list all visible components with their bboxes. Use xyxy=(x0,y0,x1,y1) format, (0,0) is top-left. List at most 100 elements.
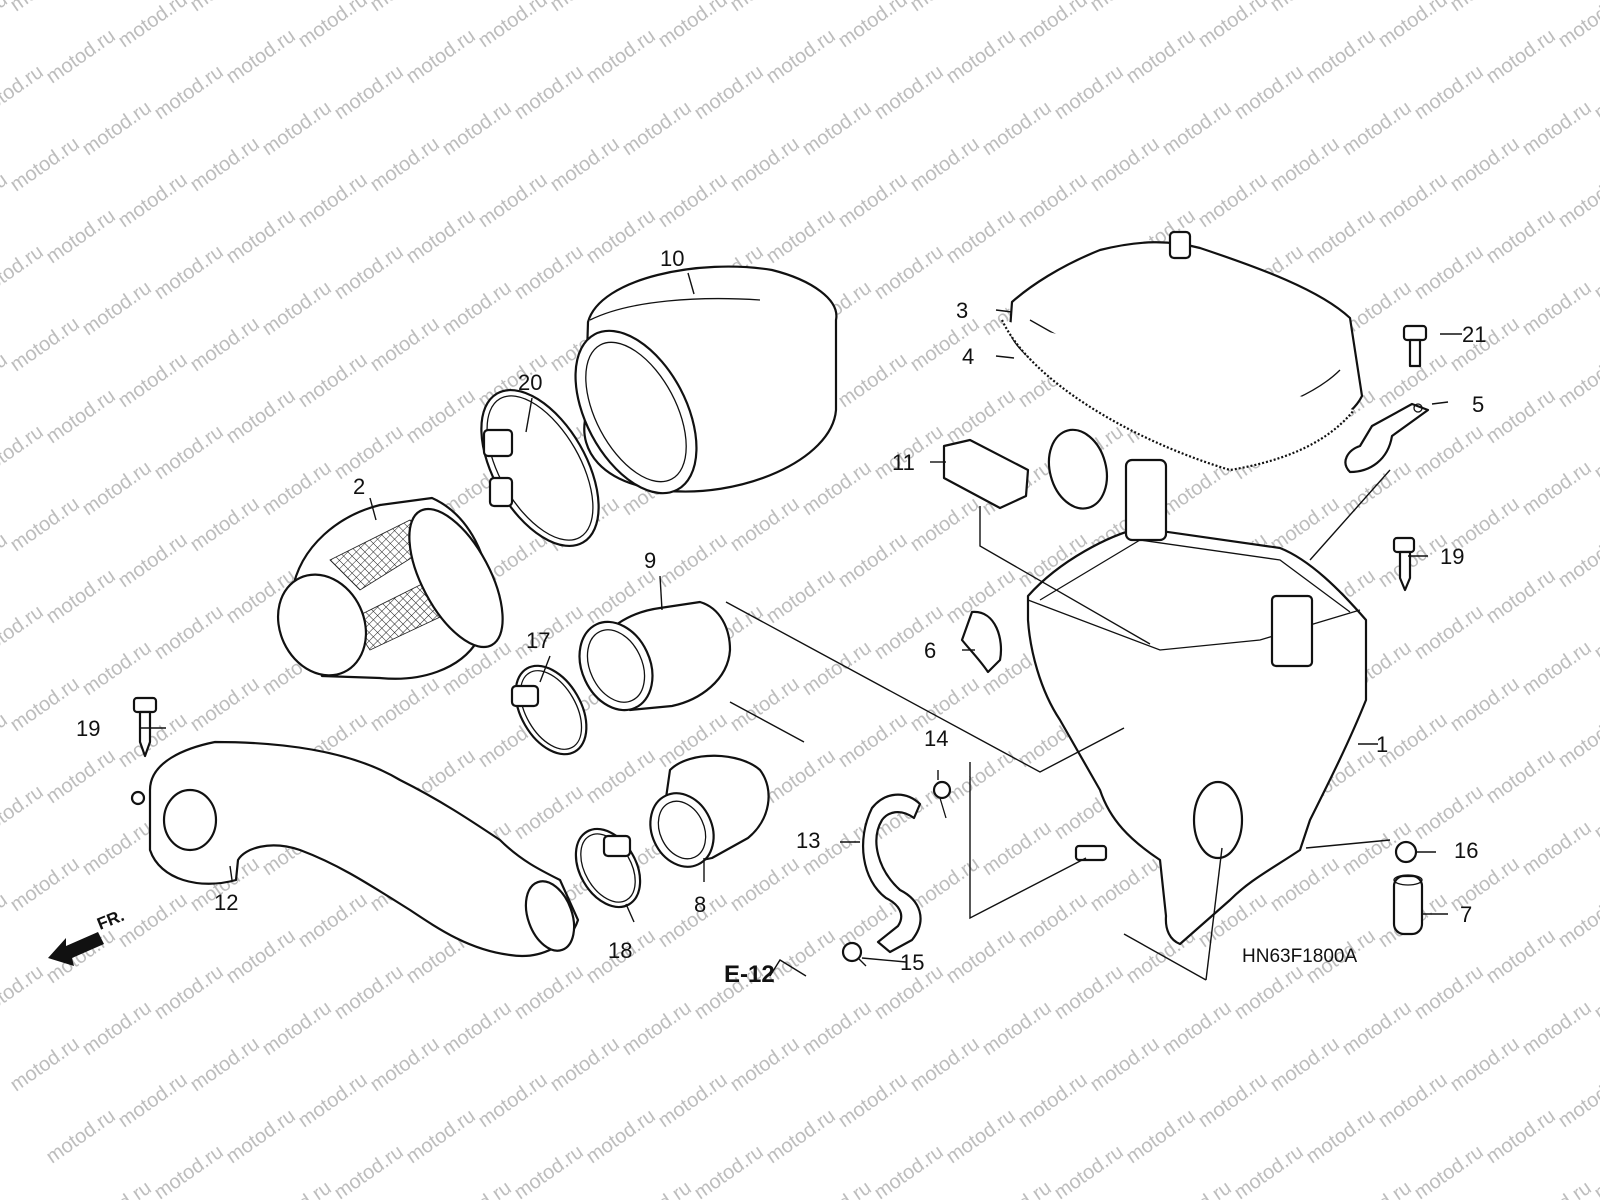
watermark-text: motod.ru xyxy=(1374,169,1451,232)
watermark-text: motod.ru xyxy=(906,493,983,556)
watermark-text: motod.ru xyxy=(1194,1069,1271,1132)
watermark-text: motod.ru xyxy=(222,925,299,988)
watermark-text: motod.ru xyxy=(942,385,1019,448)
watermark-text: motod.ru xyxy=(582,745,659,808)
watermark-text: motod.ru xyxy=(294,889,371,952)
watermark-text: motod.ru xyxy=(6,313,83,376)
watermark-text: motod.ru xyxy=(6,493,83,556)
watermark-text: motod.ru xyxy=(1410,781,1487,844)
part-19-clip-right xyxy=(1392,536,1416,592)
watermark-text: motod.ru xyxy=(42,205,119,268)
watermark-text: motod.ru xyxy=(1446,0,1523,16)
watermark-text: motod.ru xyxy=(1518,1177,1595,1200)
watermark-text: motod.ru xyxy=(402,1105,479,1168)
watermark-text: motod.ru xyxy=(1410,61,1487,124)
watermark-text: motod.ru xyxy=(654,889,731,952)
watermark-text: motod.ru xyxy=(510,1141,587,1200)
part-2-filter-cage xyxy=(276,496,504,680)
watermark-text: motod.ru xyxy=(1482,925,1559,988)
part-12-intake-duct xyxy=(130,740,580,958)
watermark-text: motod.ru xyxy=(978,997,1055,1060)
watermark-text: motod.ru xyxy=(1482,565,1559,628)
label-part-19-left: 19 xyxy=(76,716,100,741)
watermark-text: motod.ru xyxy=(150,421,227,484)
watermark-text: motod.ru xyxy=(42,745,119,808)
watermark-text: motod.ru xyxy=(1230,961,1307,1024)
watermark-text: motod.ru xyxy=(330,61,407,124)
watermark-text: motod.ru xyxy=(762,1105,839,1168)
cross-reference-label: E-12 xyxy=(724,961,775,988)
watermark-text: motod.ru xyxy=(1554,349,1600,412)
watermark-text: motod.ru xyxy=(942,1105,1019,1168)
watermark-text: motod.ru xyxy=(1446,673,1523,736)
watermark-text: motod.ru xyxy=(222,385,299,448)
watermark-text: motod.ru xyxy=(906,0,983,16)
watermark-text: motod.ru xyxy=(762,565,839,628)
label-part-13: 13 xyxy=(796,828,820,853)
watermark-text: motod.ru xyxy=(690,1141,767,1200)
watermark-text: motod.ru xyxy=(1194,169,1271,232)
watermark-text: motod.ru xyxy=(618,997,695,1060)
watermark-text: motod.ru xyxy=(186,673,263,736)
label-part-8: 8 xyxy=(694,892,706,917)
watermark-text: motod.ru xyxy=(1014,1069,1091,1132)
watermark-text: motod.ru xyxy=(1302,205,1379,268)
watermark-text: motod.ru xyxy=(1410,601,1487,664)
part-1-air-cleaner-case xyxy=(1026,428,1368,946)
watermark-text: motod.ru xyxy=(1230,61,1307,124)
watermark-text: motod.ru xyxy=(78,457,155,520)
watermark-text: motod.ru xyxy=(366,1033,443,1096)
watermark-text: motod.ru xyxy=(834,529,911,592)
part-labels: 1 2 3 4 5 6 7 8 9 10 11 12 13 14 15 16 1… xyxy=(76,246,1486,975)
diagram-reference-code: HN63F1800A xyxy=(1242,946,1357,967)
label-part-19-right: 19 xyxy=(1440,544,1464,569)
watermark-text: motod.ru xyxy=(1482,385,1559,448)
part-15-hose-clip xyxy=(841,941,867,967)
watermark-text: motod.ru xyxy=(1554,1069,1600,1132)
watermark-text: motod.ru xyxy=(114,529,191,592)
watermark-text: motod.ru xyxy=(6,673,83,736)
watermark-text: motod.ru xyxy=(798,1177,875,1200)
watermark-text: motod.ru xyxy=(258,997,335,1060)
label-part-15: 15 xyxy=(900,950,924,975)
watermark-text: motod.ru xyxy=(762,205,839,268)
watermark-text: motod.ru xyxy=(474,0,551,52)
part-13-breather-hose xyxy=(861,793,922,954)
watermark-text: motod.ru xyxy=(1014,0,1091,52)
part-21-bolt xyxy=(1402,324,1428,368)
watermark-text: motod.ru xyxy=(1338,997,1415,1060)
watermark-text: motod.ru xyxy=(1338,97,1415,160)
watermark-text: motod.ru xyxy=(906,133,983,196)
watermark-text: motod.ru xyxy=(1158,1177,1235,1200)
watermark-text: motod.ru xyxy=(1050,61,1127,124)
watermark-text: motod.ru xyxy=(42,25,119,88)
watermark-text: motod.ru xyxy=(582,205,659,268)
watermark-text: motod.ru xyxy=(1410,1141,1487,1200)
watermark-text: motod.ru xyxy=(942,205,1019,268)
part-18-hose-clamp xyxy=(574,827,642,909)
watermark-text: motod.ru xyxy=(402,385,479,448)
watermark-text: motod.ru xyxy=(1122,1105,1199,1168)
watermark-text: motod.ru xyxy=(726,673,803,736)
watermark-text: motod.ru xyxy=(258,1177,335,1200)
watermark-text: motod.ru xyxy=(1302,1105,1379,1168)
watermark-text: motod.ru xyxy=(1086,853,1163,916)
watermark-text: motod.ru xyxy=(1482,745,1559,808)
watermark-text: motod.ru xyxy=(1266,1033,1343,1096)
watermark-text: motod.ru xyxy=(438,997,515,1060)
watermark-text: motod.ru xyxy=(402,205,479,268)
watermark-text: motod.ru xyxy=(582,25,659,88)
watermark-text: motod.ru xyxy=(798,637,875,700)
watermark-text: motod.ru xyxy=(906,1033,983,1096)
watermark-text: motod.ru xyxy=(186,0,263,16)
label-part-21: 21 xyxy=(1462,322,1486,347)
label-part-20: 20 xyxy=(518,370,542,395)
watermark-text: motod.ru xyxy=(1014,169,1091,232)
watermark-text: motod.ru xyxy=(186,1033,263,1096)
watermark-text: motod.ru xyxy=(726,853,803,916)
watermark-text: motod.ru xyxy=(0,61,48,124)
watermark-text: motod.ru xyxy=(258,457,335,520)
watermark-text: motod.ru xyxy=(978,1177,1055,1200)
part-9-connecting-tube xyxy=(578,600,732,712)
watermark-text: motod.ru xyxy=(654,529,731,592)
